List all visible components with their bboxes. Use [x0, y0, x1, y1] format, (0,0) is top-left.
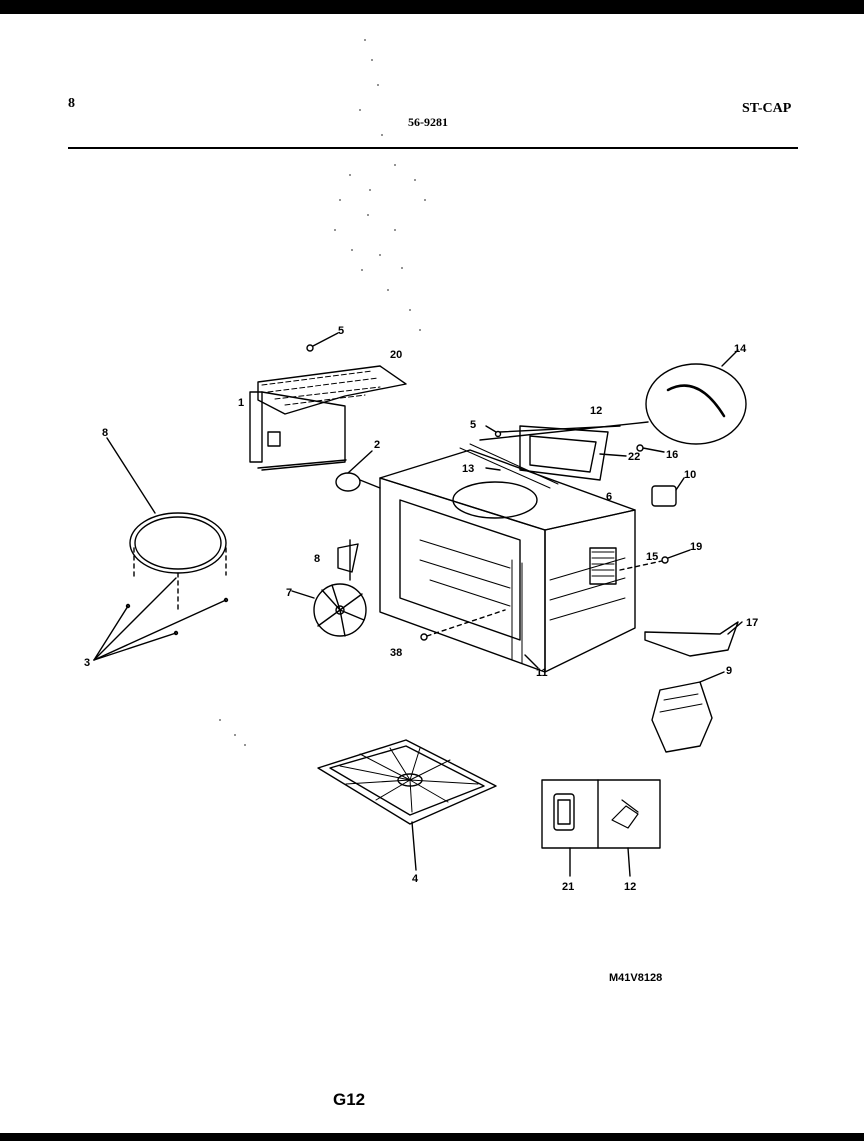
scan-top-edge	[0, 0, 864, 14]
callout-14: 14	[734, 343, 747, 355]
callout-19: 19	[690, 541, 702, 553]
callout-21: 21	[562, 881, 574, 893]
callout-8-shaft: 8	[314, 553, 320, 565]
part-cavity-top-panel	[249, 365, 407, 471]
part-air-duct	[644, 621, 743, 657]
callout-12-top: 12	[590, 405, 602, 417]
callout-20: 20	[390, 349, 402, 361]
part-screw-5-top	[306, 332, 339, 352]
part-inset-box	[541, 779, 661, 877]
part-mica-cover	[335, 450, 373, 492]
page-number: 8	[68, 96, 75, 111]
part-screw-5-cavity	[485, 425, 502, 438]
part-lamp-socket	[651, 477, 685, 507]
callout-6: 6	[606, 491, 612, 503]
callout-5-cavity: 5	[470, 419, 476, 431]
part-stirrer-fan	[291, 583, 367, 637]
callout-11: 11	[536, 667, 548, 679]
callout-12-inset: 12	[624, 881, 636, 893]
callout-13: 13	[462, 463, 474, 475]
callout-7: 7	[286, 587, 292, 599]
scan-noise	[219, 39, 426, 746]
part-glass-tray	[317, 739, 497, 871]
part-bracket-11	[524, 654, 539, 669]
callout-9: 9	[726, 665, 732, 677]
callout-38: 38	[390, 647, 402, 659]
callout-1: 1	[238, 397, 244, 409]
callout-17: 17	[746, 617, 758, 629]
callout-labels: 1 2 3 4 5 5 6 7 8 8 9 10 11 12 12 13 14 …	[84, 325, 758, 893]
part-screw-38	[420, 609, 506, 641]
header-rule	[68, 147, 798, 149]
callout-5-top: 5	[338, 325, 344, 337]
part-oven-cavity	[359, 449, 636, 673]
callout-4: 4	[412, 873, 419, 885]
model-code: M41V8128	[609, 972, 663, 984]
part-turntable-ring	[106, 437, 227, 611]
callout-16: 16	[666, 449, 678, 461]
callout-8-ring: 8	[102, 427, 108, 439]
callout-3: 3	[84, 657, 90, 669]
part-light-cover	[645, 349, 747, 445]
part-screw-16	[636, 444, 665, 453]
figure-code: G12	[333, 1090, 366, 1109]
callout-15: 15	[646, 551, 658, 563]
section-code: ST-CAP	[742, 101, 792, 116]
callout-10: 10	[684, 469, 696, 481]
part-waveguide-assembly	[459, 421, 649, 489]
scan-bottom-edge	[0, 1133, 864, 1141]
part-fan-bracket	[651, 671, 725, 753]
part-stirrer-shaft	[337, 539, 359, 581]
part-code: 56-9281	[408, 115, 448, 129]
callout-2: 2	[374, 439, 380, 451]
part-roller-shafts	[93, 577, 229, 661]
part-screw-19	[619, 549, 691, 571]
callout-22: 22	[628, 451, 640, 463]
